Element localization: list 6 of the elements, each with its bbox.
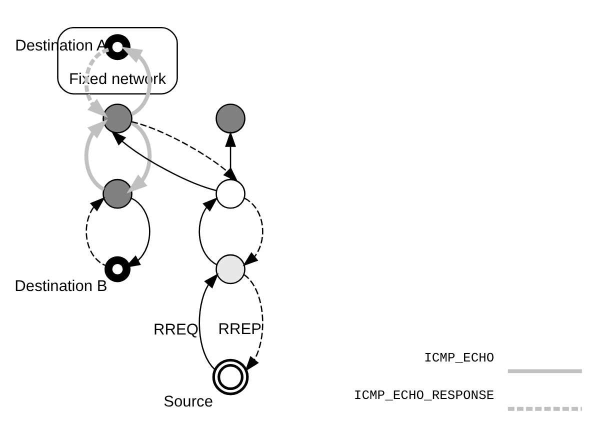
- node-label: Source: [164, 393, 213, 410]
- legend-label: ICMP_ECHO: [424, 350, 494, 366]
- legend-label: ICMP_ECHO_RESPONSE: [354, 388, 494, 404]
- edge-label: RREP: [218, 321, 262, 338]
- edge-label: RREQ: [153, 322, 198, 339]
- node-label: Destination B: [14, 278, 108, 295]
